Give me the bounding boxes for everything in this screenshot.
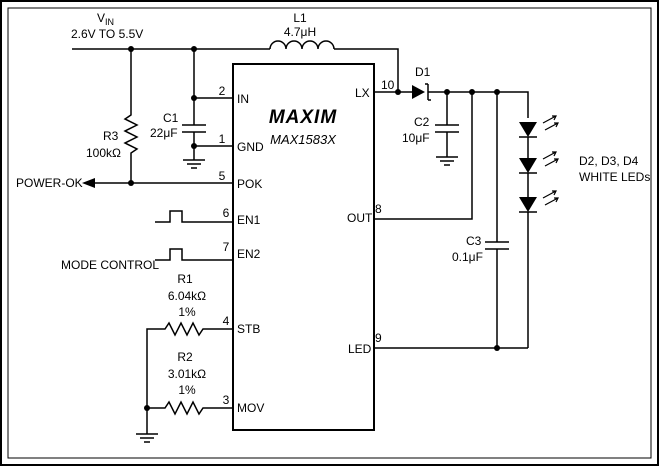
pin-en1-number: 6 [223, 206, 230, 220]
r2-name: R2 [177, 350, 193, 364]
pin-led-label: LED [348, 342, 372, 356]
ic-body [232, 63, 375, 431]
r3-value: 100kΩ [86, 146, 121, 160]
pin-en2-number: 7 [223, 240, 230, 254]
d1-name: D1 [415, 65, 431, 79]
pin-in-label: IN [237, 92, 249, 106]
led-d3 [519, 151, 559, 174]
resistor-r3 [123, 49, 139, 183]
r1-tolerance: 1% [178, 305, 196, 319]
c2-value: 10μF [402, 131, 430, 145]
capacitor-c3 [485, 241, 509, 250]
en1-pulse-wire [155, 210, 233, 223]
resistor-r1 [146, 321, 233, 408]
pin-en2-label: EN2 [237, 247, 261, 261]
c2-name: C2 [414, 115, 430, 129]
r2-tolerance: 1% [178, 383, 196, 397]
pin-mov-label: MOV [237, 401, 264, 415]
pin-in-number: 2 [219, 84, 226, 98]
output-rail [428, 91, 529, 118]
r2-value: 3.01kΩ [168, 367, 206, 381]
l1-name: L1 [293, 11, 307, 25]
leds-label-line2: WHITE LEDs [579, 170, 650, 184]
pin-lx-number: 10 [381, 78, 395, 92]
power-ok-label: POWER-OK [16, 176, 83, 190]
pin-out-label: OUT [347, 211, 373, 225]
inductor-l1 [269, 40, 335, 50]
pin-pok-label: POK [237, 177, 262, 191]
led-d4 [519, 190, 559, 213]
c3-name: C3 [466, 234, 482, 248]
vin-range: 2.6V TO 5.5V [71, 27, 143, 41]
pin-stb-label: STB [237, 322, 260, 336]
l1-value: 4.7μH [284, 25, 316, 39]
ground-symbol [136, 433, 158, 443]
out-wire [374, 92, 473, 220]
r1-value: 6.04kΩ [168, 289, 206, 303]
c1-name: C1 [163, 111, 179, 125]
capacitor-c2 [435, 124, 459, 133]
r3-name: R3 [103, 129, 119, 143]
ground-symbol [436, 156, 458, 166]
ic-part-number: MAX1583X [270, 132, 337, 147]
inner-border [7, 7, 652, 459]
arrow-left-icon [82, 178, 95, 188]
en2-pulse-wire [155, 248, 233, 261]
ic-logo: MAXIM [269, 107, 338, 128]
pin-en1-label: EN1 [237, 213, 261, 227]
pin-led-number: 9 [375, 331, 382, 345]
resistor-r2 [147, 400, 233, 416]
r1-name: R1 [177, 272, 193, 286]
ground-symbol [183, 159, 205, 169]
pin-gnd-label: GND [237, 140, 264, 154]
l1-to-lx-wire [334, 48, 399, 92]
c3-value: 0.1μF [452, 250, 483, 264]
pin-pok-number: 5 [219, 169, 226, 183]
mode-control-label: MODE CONTROL [61, 258, 159, 272]
led-d2 [519, 115, 559, 138]
leds-label-line1: D2, D3, D4 [579, 154, 639, 168]
pin-out-number: 8 [375, 202, 382, 216]
pin-mov-number: 3 [223, 393, 230, 407]
junction-dot [395, 89, 401, 95]
junction-dot [494, 345, 500, 351]
pin-stb-number: 4 [223, 314, 230, 328]
capacitor-c1 [182, 124, 206, 133]
pin-lx-label: LX [355, 86, 370, 100]
c1-value: 22μF [150, 126, 178, 140]
diode-d1 [412, 85, 425, 99]
pin-gnd-number: 1 [219, 132, 226, 146]
vin-label: VIN [97, 11, 114, 27]
